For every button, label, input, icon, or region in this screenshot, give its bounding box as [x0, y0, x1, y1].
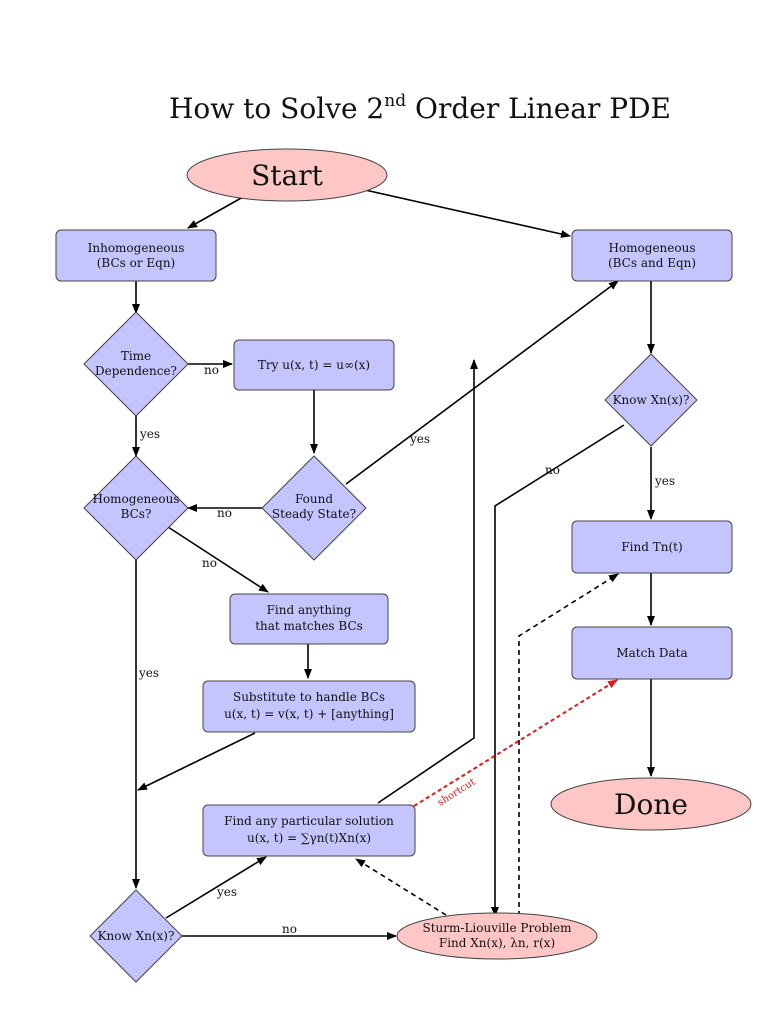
- label-no-hombcs: no: [202, 556, 217, 570]
- label-no-knowleft: no: [282, 922, 297, 936]
- label-yes-knowright: yes: [654, 474, 675, 488]
- label-no-time: no: [204, 363, 219, 377]
- label-yes-hombcs: yes: [138, 666, 159, 680]
- node-know-xn-left: Know Xn(x)?: [89, 889, 183, 983]
- inhomogeneous-line1: Inhomogeneous: [88, 241, 185, 255]
- find-anything-line1: Find anything: [267, 603, 352, 617]
- know-xn-left-diamond: [89, 889, 183, 983]
- edge-sturm-findtn: [518, 573, 619, 916]
- homogeneous-line2: (BCs and Eqn): [608, 256, 696, 270]
- node-done: Done: [550, 777, 752, 831]
- node-know-xn-right: Know Xn(x)?: [604, 353, 698, 447]
- node-find-anything: Find anything that matches BCs: [229, 593, 389, 645]
- edge-hombcs-findanything: [167, 526, 269, 593]
- start-label: Start: [251, 159, 324, 192]
- edge-knowright-sturm: [491, 424, 625, 917]
- label-yes-found: yes: [409, 432, 430, 446]
- homogeneous-line1: Homogeneous: [608, 241, 695, 255]
- edges: [132, 189, 655, 940]
- node-found-steady-state: Found Steady State?: [261, 455, 367, 561]
- edge-found-hom: [345, 280, 619, 485]
- node-time-dependence: Time Dependence?: [83, 311, 189, 417]
- homogeneous-box: [571, 229, 733, 282]
- page-title: How to Solve 2nd Order Linear PDE: [169, 91, 671, 125]
- homogeneous-bcs-line1: Homogeneous: [92, 492, 179, 506]
- inhomogeneous-box: [55, 229, 217, 282]
- substitute-line1: Substitute to handle BCs: [233, 690, 385, 704]
- node-inhomogeneous: Inhomogeneous (BCs or Eqn): [55, 229, 217, 282]
- homogeneous-bcs-diamond: [83, 455, 189, 561]
- try-steady-box: [233, 339, 395, 391]
- edge-particular-up: [377, 359, 478, 804]
- sturm-liouville-ellipse: [396, 912, 598, 960]
- label-no-knowright: no: [545, 463, 560, 477]
- time-dependence-diamond: [83, 311, 189, 417]
- substitute-line2: u(x, t) = v(x, t) + [anything]: [224, 707, 394, 721]
- time-dependence-line2: Dependence?: [95, 364, 177, 378]
- label-yes-time: yes: [139, 427, 160, 441]
- node-match-data: Match Data: [571, 626, 733, 680]
- match-data-label: Match Data: [616, 646, 687, 660]
- label-no-found: no: [217, 506, 232, 520]
- inhomogeneous-line2: (BCs or Eqn): [97, 256, 176, 270]
- done-label: Done: [614, 788, 688, 821]
- match-data-box: [571, 626, 733, 680]
- substitute-box: [202, 680, 416, 733]
- sturm-liouville-line2: Find Xn(x), λn, r(x): [439, 936, 555, 950]
- find-tn-label: Find Tn(t): [621, 540, 682, 554]
- node-homogeneous: Homogeneous (BCs and Eqn): [571, 229, 733, 282]
- know-xn-right-diamond: [604, 353, 698, 447]
- node-sturm-liouville: Sturm-Liouville Problem Find Xn(x), λn, …: [396, 912, 598, 960]
- homogeneous-bcs-line2: BCs?: [121, 507, 152, 521]
- try-steady-label: Try u(x, t) = u∞(x): [258, 358, 370, 372]
- node-substitute: Substitute to handle BCs u(x, t) = v(x, …: [202, 680, 416, 733]
- find-anything-box: [229, 593, 389, 645]
- sturm-liouville-line1: Sturm-Liouville Problem: [423, 921, 573, 935]
- edge-start-hom: [364, 189, 571, 238]
- node-find-particular: Find any particular solution u(x, t) = ∑…: [202, 804, 416, 857]
- node-try-steady: Try u(x, t) = u∞(x): [233, 339, 395, 391]
- time-dependence-line1: Time: [121, 349, 151, 363]
- find-particular-line1: Find any particular solution: [224, 814, 394, 828]
- found-steady-state-diamond: [261, 455, 367, 561]
- edge-substitute-merge: [137, 732, 256, 791]
- edge-sturm-particular: [355, 858, 447, 916]
- label-yes-knowleft: yes: [216, 885, 237, 899]
- start-ellipse: [186, 148, 388, 202]
- find-anything-line2: that matches BCs: [255, 619, 363, 633]
- label-shortcut: shortcut: [436, 777, 478, 809]
- node-start: Start: [186, 148, 388, 202]
- edge-knowleft-particular: [165, 856, 267, 919]
- done-ellipse: [550, 777, 752, 831]
- find-particular-box: [202, 804, 416, 857]
- found-steady-state-line2: Steady State?: [272, 507, 356, 521]
- find-tn-box: [571, 520, 733, 574]
- node-homogeneous-bcs: Homogeneous BCs?: [83, 455, 189, 561]
- found-steady-state-line1: Found: [295, 492, 333, 506]
- edge-start-inhom: [187, 196, 244, 229]
- node-find-tn: Find Tn(t): [571, 520, 733, 574]
- edge-shortcut: [413, 679, 618, 807]
- know-xn-right-label: Know Xn(x)?: [613, 393, 690, 407]
- know-xn-left-label: Know Xn(x)?: [98, 929, 175, 943]
- find-particular-line2: u(x, t) = ∑γn(t)Xn(x): [247, 831, 371, 845]
